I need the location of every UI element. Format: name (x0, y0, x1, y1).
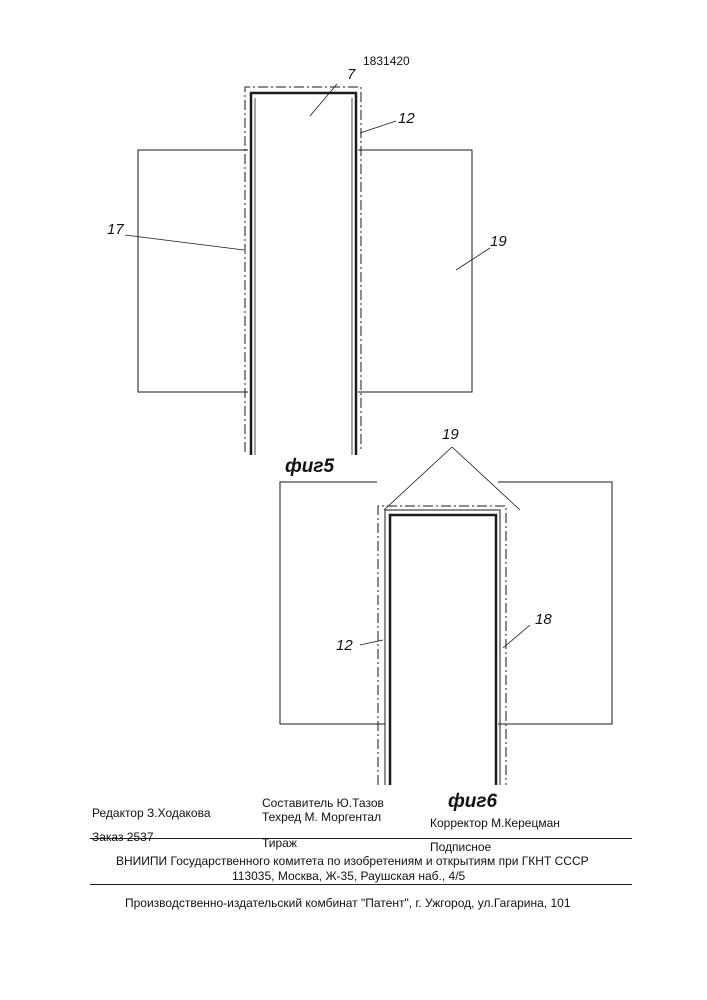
fig6-label-12: 12 (336, 637, 353, 654)
fig5-block-19-left (138, 150, 248, 392)
fig6-block-19-right (498, 482, 612, 724)
order-number: Заказ 2537 (92, 830, 154, 844)
vniipi-line: ВНИИПИ Государственного комитета по изоб… (116, 854, 589, 868)
compiler-credit: Составитель Ю.Тазов (262, 796, 384, 810)
publisher-line: Производственно-издательский комбинат "П… (125, 896, 571, 910)
fig5-block-19-right (358, 150, 472, 392)
techred-credit: Техред М. Моргентал (262, 810, 381, 824)
fig5-caption: фиг5 (285, 456, 334, 478)
colophon-divider-bottom (90, 884, 632, 885)
fig5-label-12: 12 (398, 110, 415, 127)
fig6-leader-18 (503, 625, 530, 648)
corrector-credit: Корректор М.Керецман (430, 816, 560, 830)
fig5-body-7 (251, 93, 356, 455)
editor-credit: Редактор З.Ходакова (92, 806, 211, 820)
patent-number: 1831420 (363, 54, 410, 68)
fig6-leader-12 (360, 640, 383, 645)
fig5-leader-7 (310, 84, 337, 116)
fig5-contour-12 (245, 87, 361, 452)
fig6-leader-19-left (384, 447, 452, 510)
address-line: 113035, Москва, Ж-35, Раушская наб., 4/5 (232, 869, 465, 883)
fig6-caption: фиг6 (448, 791, 497, 813)
fig6-contour (378, 506, 506, 785)
fig6-body-outer (385, 510, 500, 785)
print-run: Тираж (262, 836, 297, 850)
colophon-divider-top (90, 838, 632, 839)
fig6-label-18: 18 (535, 611, 552, 628)
figure-6 (280, 447, 612, 785)
fig5-label-17: 17 (107, 221, 124, 238)
figure-5 (125, 84, 490, 455)
fig5-leader-19 (456, 248, 490, 270)
fig6-label-19: 19 (442, 426, 459, 443)
fig5-leader-12 (360, 121, 396, 133)
fig5-label-7: 7 (347, 66, 355, 83)
fig5-leader-17 (125, 235, 244, 250)
fig5-label-19: 19 (490, 233, 507, 250)
fig6-body-inner (390, 515, 496, 785)
fig6-leader-19-right (452, 447, 520, 510)
fig6-block-19-left (280, 482, 385, 724)
subscription: Подписное (430, 840, 491, 854)
